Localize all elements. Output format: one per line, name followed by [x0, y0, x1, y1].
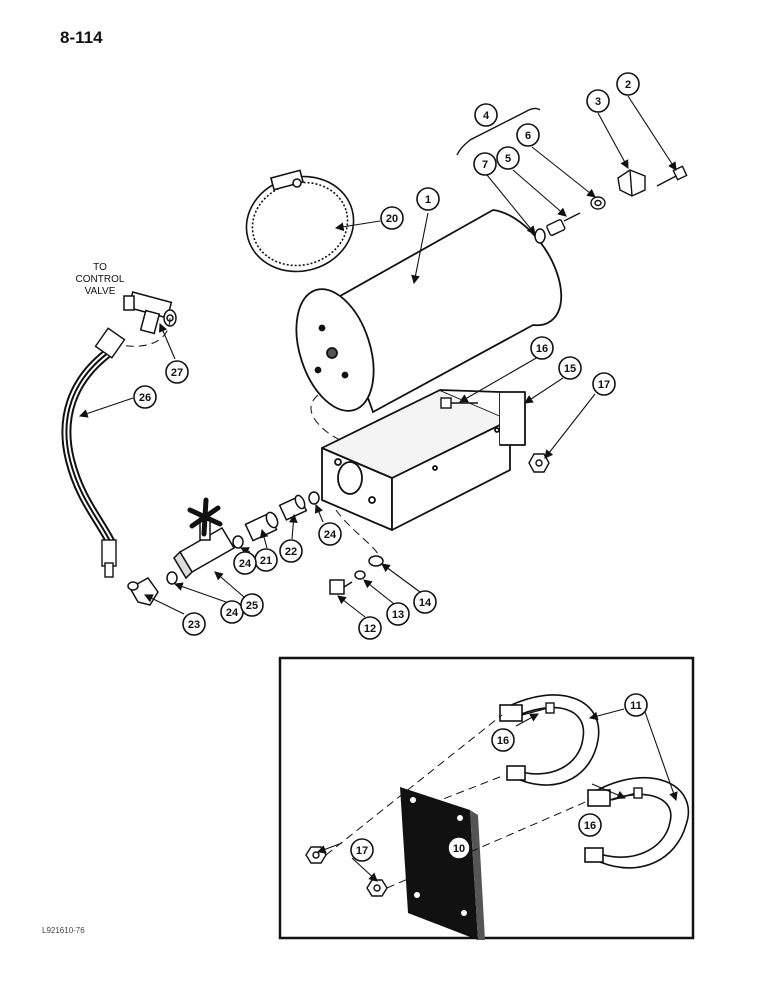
- callout-11: 11: [624, 693, 648, 717]
- callout-20: 20: [380, 206, 404, 230]
- o-ring: [308, 491, 320, 505]
- nut: [305, 846, 327, 864]
- callout-10: 10: [447, 836, 471, 860]
- shutoff-valve: [173, 497, 236, 580]
- svg-text:12: 12: [364, 623, 376, 635]
- svg-text:24: 24: [226, 607, 239, 619]
- page-number: 8-114: [60, 28, 103, 47]
- callout-17: 17: [592, 372, 616, 396]
- to-control-valve-note: TO CONTROL VALVE: [70, 262, 130, 298]
- svg-text:24: 24: [239, 558, 252, 570]
- callout-5: 5: [496, 146, 520, 170]
- callout-17: 17: [350, 838, 374, 862]
- callout-27: 27: [165, 360, 189, 384]
- callout-24: 24: [233, 551, 257, 575]
- svg-text:16: 16: [584, 820, 596, 832]
- plug: [590, 196, 606, 210]
- svg-text:21: 21: [260, 555, 272, 567]
- bolt: [521, 702, 555, 716]
- svg-text:17: 17: [356, 845, 368, 857]
- o-ring: [534, 228, 546, 244]
- callout-1: 1: [416, 187, 440, 211]
- svg-text:15: 15: [564, 363, 576, 375]
- svg-text:13: 13: [392, 609, 404, 621]
- tee-fitting: [123, 291, 177, 335]
- mounting-plate: [400, 787, 485, 940]
- svg-text:22: 22: [285, 546, 297, 558]
- svg-text:25: 25: [246, 600, 258, 612]
- screw: [656, 165, 688, 187]
- callout-16: 16: [578, 813, 602, 837]
- svg-text:20: 20: [386, 213, 398, 225]
- callout-12: 12: [358, 616, 382, 640]
- svg-text:26: 26: [139, 392, 151, 404]
- kit-bracket: [456, 107, 541, 156]
- callout-6: 6: [516, 123, 540, 147]
- callout-21: 21: [254, 548, 278, 572]
- inset-frame: [278, 656, 695, 940]
- svg-text:24: 24: [324, 529, 337, 541]
- bolt: [329, 579, 353, 595]
- hose-end-fitting: [94, 327, 126, 578]
- callout-23: 23: [182, 612, 206, 636]
- callout-14: 14: [413, 590, 437, 614]
- callout-16: 16: [530, 336, 554, 360]
- nut: [528, 453, 550, 473]
- svg-text:6: 6: [525, 130, 531, 142]
- drain-valve: [546, 212, 581, 236]
- callout-25: 25: [240, 593, 264, 617]
- callout-24: 24: [220, 600, 244, 624]
- callout-26: 26: [133, 385, 157, 409]
- svg-text:2: 2: [625, 79, 631, 91]
- callout-3: 3: [586, 89, 610, 113]
- svg-text:27: 27: [171, 367, 183, 379]
- svg-text:7: 7: [482, 159, 488, 171]
- svg-text:16: 16: [536, 343, 548, 355]
- connector-fitting: [278, 494, 308, 521]
- callout-24: 24: [318, 522, 342, 546]
- flat-washer: [368, 555, 384, 567]
- svg-text:14: 14: [419, 597, 432, 609]
- svg-text:5: 5: [505, 153, 511, 165]
- valve-bracket: [617, 169, 646, 197]
- svg-text:17: 17: [598, 379, 610, 391]
- strap-clamp: [499, 694, 600, 786]
- svg-text:3: 3: [595, 96, 601, 108]
- svg-text:23: 23: [188, 619, 200, 631]
- hose-clamp: [245, 169, 355, 273]
- nut: [366, 879, 388, 897]
- callout-4: 4: [474, 103, 498, 127]
- strap-clamp: [584, 776, 689, 869]
- elbow-fitting: [127, 577, 159, 606]
- callout-22: 22: [279, 539, 303, 563]
- lock-washer: [354, 570, 366, 580]
- o-ring: [232, 535, 244, 549]
- svg-text:16: 16: [497, 735, 509, 747]
- svg-text:1: 1: [425, 194, 431, 206]
- note-line: VALVE: [84, 286, 116, 297]
- document-code: L921610-76: [42, 926, 85, 935]
- callout-13: 13: [386, 602, 410, 626]
- tank-mounting-bracket: [321, 389, 526, 531]
- svg-text:11: 11: [630, 700, 642, 712]
- bolt: [440, 397, 478, 409]
- svg-text:10: 10: [453, 843, 465, 855]
- note-line: CONTROL: [75, 274, 125, 285]
- callout-2: 2: [616, 72, 640, 96]
- callout-15: 15: [558, 356, 582, 380]
- callout-16: 16: [491, 728, 515, 752]
- note-line: TO: [93, 262, 107, 273]
- hydraulic-hose: [61, 345, 117, 548]
- svg-text:4: 4: [483, 110, 490, 122]
- callout-7: 7: [473, 152, 497, 176]
- o-ring: [166, 571, 178, 585]
- air-tank: [295, 209, 563, 414]
- adapter-fitting: [244, 511, 279, 542]
